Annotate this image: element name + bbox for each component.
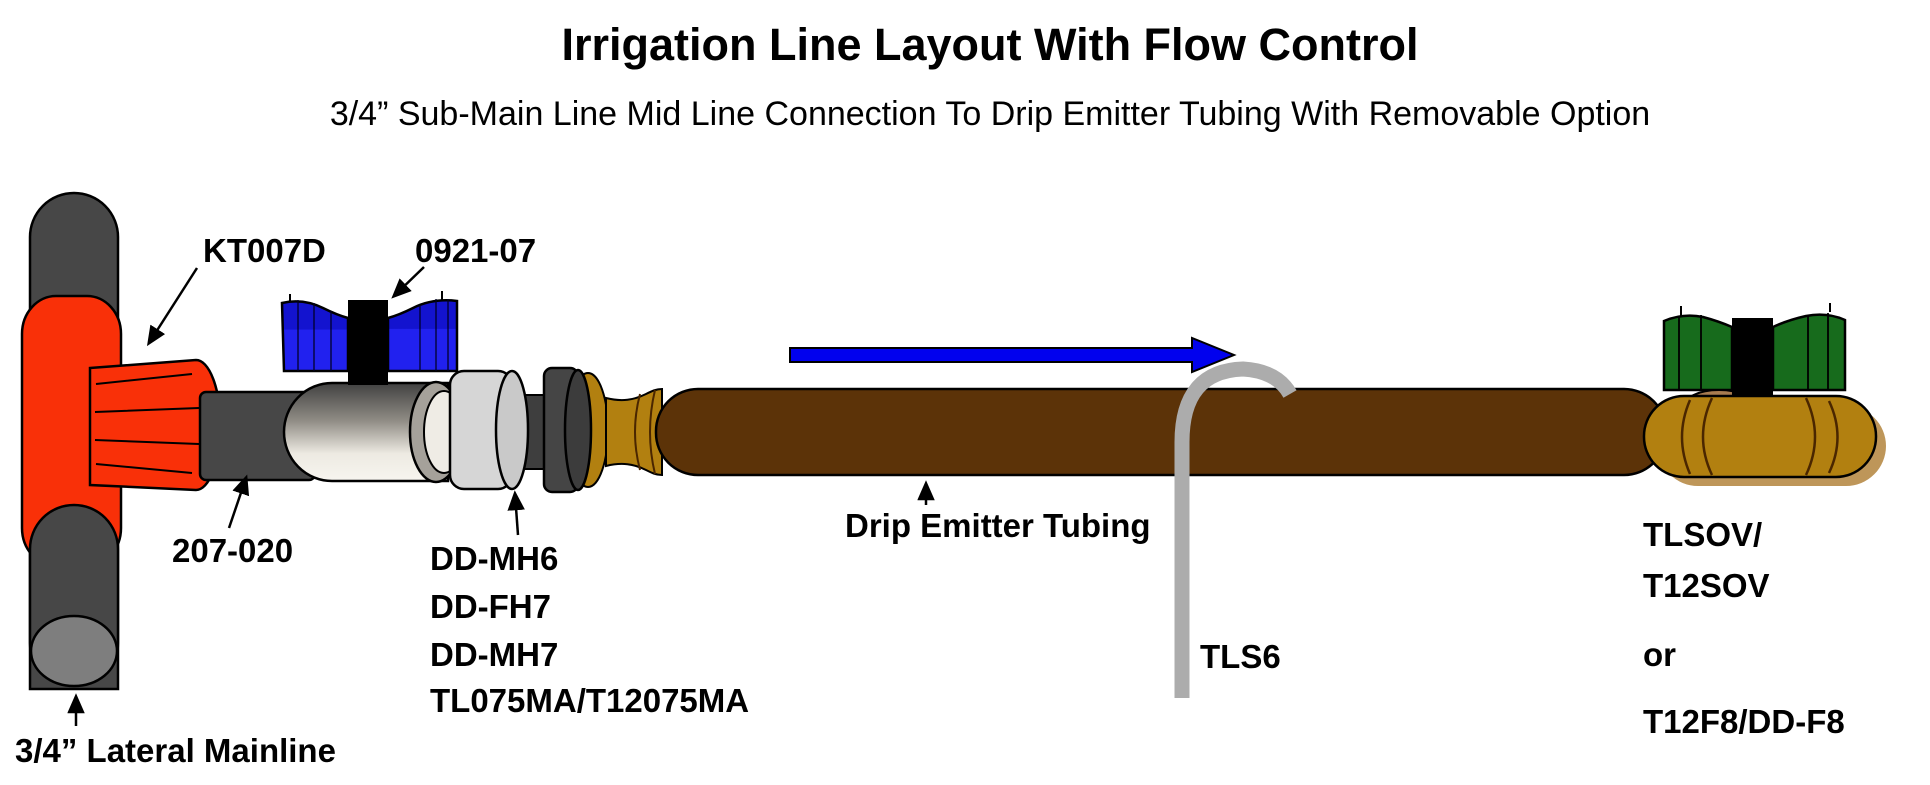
end-shutoff-valve (1642, 303, 1886, 486)
green-handle-post (1732, 318, 1773, 402)
pipe-end-cap (29, 614, 119, 688)
label-coupler-option-4: TL075MA/T12075MA (430, 682, 749, 719)
label-coupler-options: DD-MH6 DD-FH7 DD-MH7 TL075MA/T12075MA (430, 540, 749, 719)
swivel-collar (448, 369, 530, 491)
label-end-valve-options: TLSOV/ T12SOV or T12F8/DD-F8 (1643, 516, 1845, 740)
blue-valve-handle (280, 291, 459, 385)
label-end-valve-option-1: TLSOV/ (1643, 516, 1762, 553)
diagram-subtitle: 3/4” Sub-Main Line Mid Line Connection T… (330, 95, 1650, 133)
flow-control-valve-0921-07 (280, 291, 609, 494)
label-tee-fitting: KT007D (203, 232, 326, 269)
drip-emitter-tubing (654, 387, 1668, 477)
label-adapter: 207-020 (172, 532, 293, 569)
label-end-valve-option-3: or (1643, 636, 1676, 673)
label-tubing: Drip Emitter Tubing (845, 507, 1151, 544)
flow-direction-arrow (789, 336, 1237, 374)
leader-arrows (67, 266, 935, 726)
label-end-valve-option-4: T12F8/DD-F8 (1643, 703, 1845, 740)
label-stake: TLS6 (1200, 638, 1281, 675)
green-valve-handle (1662, 303, 1847, 392)
tee-fitting-kt007d (20, 294, 222, 568)
valve-gold-body (1642, 394, 1878, 479)
label-flow-control-valve: 0921-07 (415, 232, 536, 269)
diagram-title: Irrigation Line Layout With Flow Control (561, 19, 1418, 70)
blue-handle-post (348, 300, 388, 385)
gold-barb-fitting (605, 387, 663, 477)
lateral-mainline-pipe (20, 191, 222, 691)
label-coupler-option-3: DD-MH7 (430, 636, 558, 673)
label-lateral-mainline: 3/4” Lateral Mainline (15, 732, 336, 769)
label-end-valve-option-2: T12SOV (1643, 567, 1770, 604)
label-coupler-option-1: DD-MH6 (430, 540, 558, 577)
stake-tls6 (1174, 361, 1297, 698)
label-coupler-option-2: DD-FH7 (430, 588, 551, 625)
